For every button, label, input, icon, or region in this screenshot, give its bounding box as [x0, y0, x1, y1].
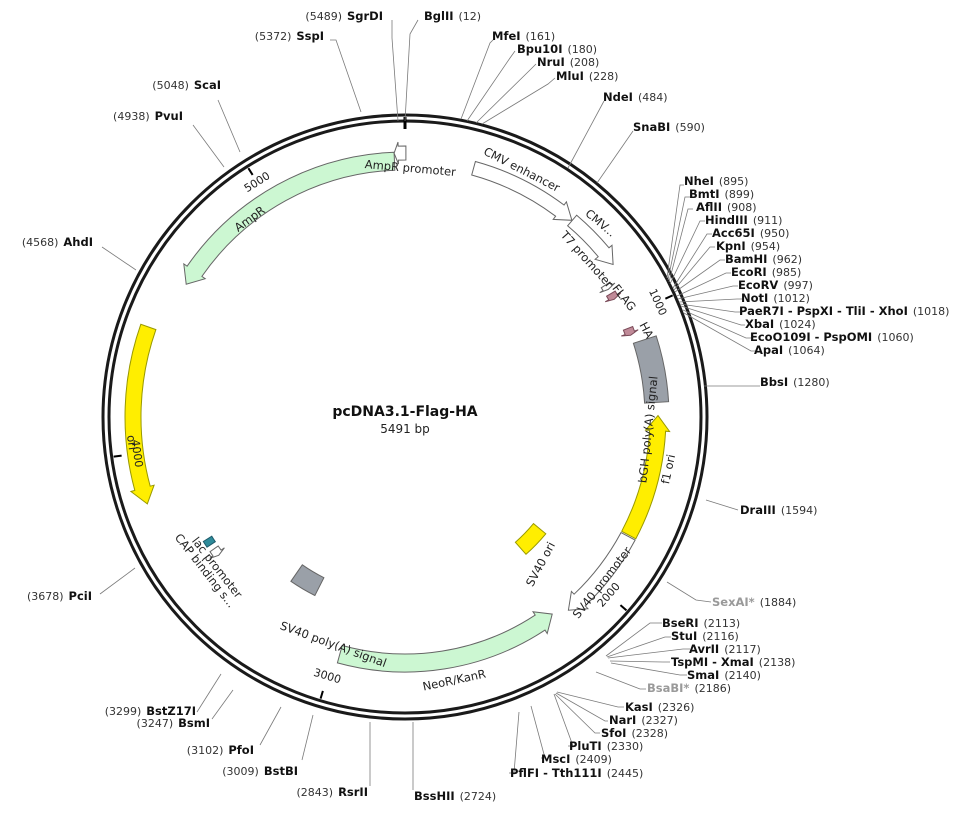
site-bamhi: BamHI(962): [725, 252, 802, 266]
site-ndei: NdeI(484): [603, 90, 668, 104]
site-hindiii: HindIII(911): [705, 213, 782, 227]
site-pcii: (3678)PciI: [27, 589, 92, 603]
site-bstz17i: (3299)BstZ17I: [105, 704, 196, 718]
site-pluti: PluTI(2330): [569, 739, 643, 753]
plasmid-size: 5491 bp: [380, 422, 430, 436]
site-kpni: KpnI(954): [716, 239, 780, 253]
plasmid-name: pcDNA3.1-Flag-HA: [332, 404, 477, 420]
site-sgrdi: (5489)SgrDI: [305, 9, 383, 23]
feature-label-ha: HA: [636, 320, 656, 341]
tick-mark-5000: [247, 167, 254, 176]
site-bstbi: (3009)BstBI: [222, 764, 298, 778]
site-acc65i: Acc65I(950): [712, 226, 789, 240]
site-snabi: SnaBI(590): [633, 120, 705, 134]
feature-cmv-enhancer[interactable]: [471, 160, 573, 221]
site-nari: NarI(2327): [609, 713, 678, 727]
feature-sv40-ori[interactable]: [514, 522, 547, 556]
feature-label-ori: ori: [124, 434, 140, 451]
site-bseri: BseRI(2113): [662, 616, 740, 630]
site-bsabi: BsaBI*(2186): [647, 681, 731, 695]
site-ecoo109i-group: EcoO109I - PspOMI(1060): [750, 330, 914, 344]
feature-label-ampr-promoter: AmpR promoter: [364, 157, 457, 179]
site-nhei: NheI(895): [684, 174, 748, 188]
tick-label-3000: 3000: [312, 666, 343, 686]
feature-ha[interactable]: [621, 325, 639, 337]
site-leader-lines: [99, 19, 760, 790]
tick-mark-1000: [664, 294, 674, 300]
feature-ori[interactable]: [124, 323, 157, 505]
site-bsshii: BssHII(2724): [414, 789, 496, 803]
tick-mark-3000: [319, 690, 324, 699]
site-bmti: BmtI(899): [689, 187, 754, 201]
feature-flag[interactable]: [604, 290, 622, 303]
site-smai: SmaI(2140): [687, 668, 761, 682]
feature-t7-promoter[interactable]: [599, 281, 616, 294]
feature-sv40-polya[interactable]: [290, 564, 325, 597]
site-bglii: BglII(12): [424, 9, 481, 23]
site-bbsi: BbsI(1280): [760, 375, 830, 389]
feature-f1-ori[interactable]: [621, 414, 671, 540]
feature-label-sv40-polya: SV40 poly(A) signal: [278, 618, 388, 670]
site-xbai: XbaI(1024): [745, 317, 816, 331]
site-stui: StuI(2116): [671, 629, 739, 643]
site-kasi: KasI(2326): [625, 700, 694, 714]
feature-ampr-promoter[interactable]: [393, 141, 407, 165]
site-ahdi: (4568)AhdI: [22, 235, 93, 249]
site-sexai: SexAI*(1884): [712, 595, 796, 609]
site-pvui: (4938)PvuI: [113, 109, 183, 123]
site-ecorv: EcoRV(997): [738, 278, 813, 292]
site-avrii: AvrII(2117): [689, 642, 761, 656]
feature-ampr[interactable]: [183, 151, 396, 285]
site-msci: MscI(2409): [541, 752, 612, 766]
feature-cap[interactable]: [202, 535, 216, 548]
site-xhoi-group: PaeR7I - PspXI - TliI - XhoI(1018): [739, 304, 949, 318]
site-noti: NotI(1012): [741, 291, 810, 305]
feature-lac-promoter[interactable]: [209, 545, 225, 559]
site-nrui: NruI(208): [537, 55, 599, 69]
site-mfei: MfeI(161): [492, 29, 555, 43]
tick-label-4000: 4000: [129, 439, 146, 469]
site-xmai-group: TspMI - XmaI(2138): [671, 655, 795, 669]
feature-label-f1-ori: f1 ori: [658, 453, 678, 485]
tick-label-1000: 1000: [646, 287, 669, 318]
site-aflii: AflII(908): [696, 200, 757, 214]
feature-neor[interactable]: [336, 611, 553, 673]
site-rsrii: (2843)RsrII: [296, 785, 368, 799]
site-draiii: DraIII(1594): [740, 503, 817, 517]
site-sspi: (5372)SspI: [255, 29, 324, 43]
site-scai: (5048)ScaI: [152, 78, 221, 92]
tick-mark-2000: [619, 604, 628, 612]
site-apai: ApaI(1064): [754, 343, 825, 357]
feature-cmv-promoter[interactable]: [566, 214, 614, 266]
tick-mark-4000: [113, 454, 122, 458]
feature-bgh-polya[interactable]: [632, 335, 670, 404]
site-tth111i-group: PflFI - Tth111I(2445): [510, 766, 643, 780]
site-sfoi: SfoI(2328): [601, 726, 668, 740]
site-bpu10i: Bpu10I(180): [517, 42, 597, 56]
site-pfoi: (3102)PfoI: [187, 743, 254, 757]
feature-sv40-promoter[interactable]: [567, 531, 636, 611]
site-bsmi: (3247)BsmI: [137, 716, 210, 730]
site-ecori: EcoRI(985): [731, 265, 801, 279]
site-mlui: MluI(228): [556, 69, 618, 83]
